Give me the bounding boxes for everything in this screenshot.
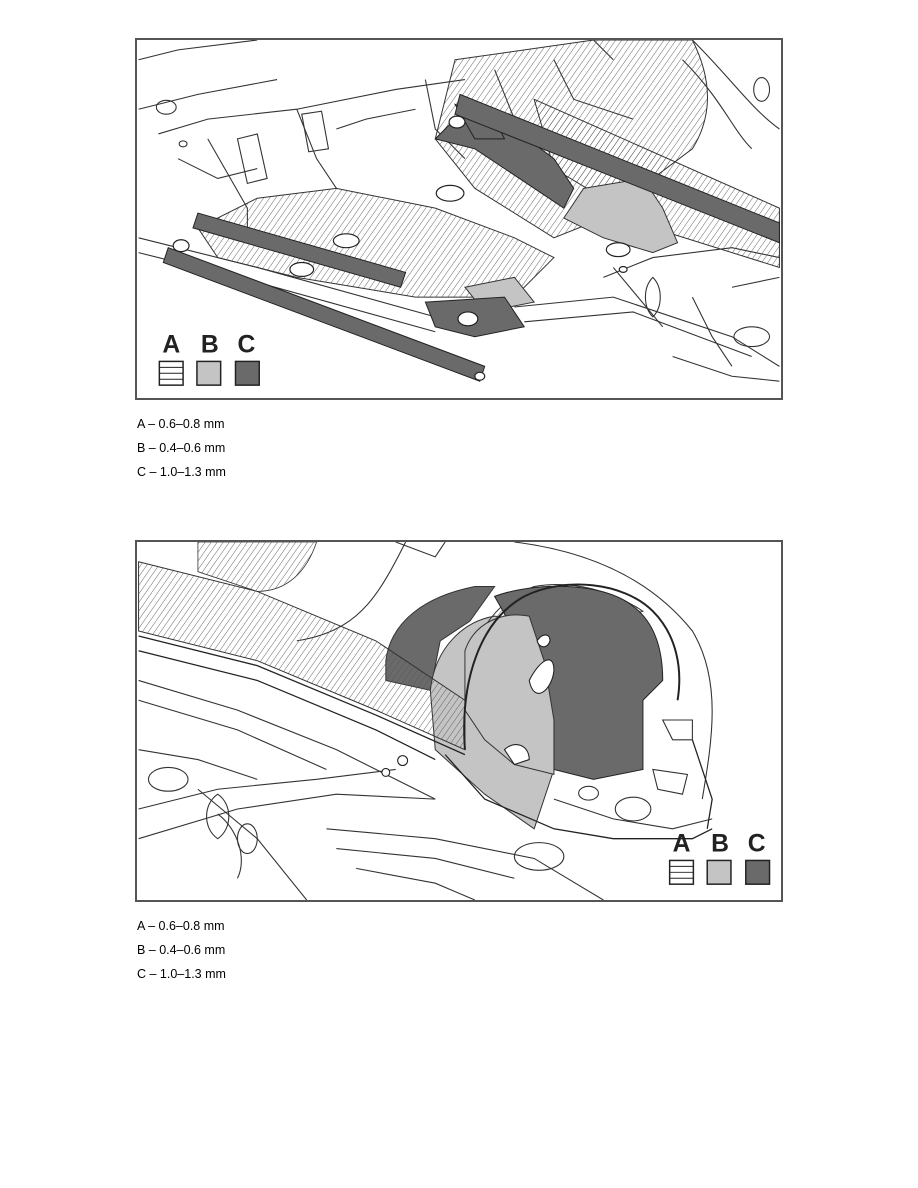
arch-rim [463, 583, 681, 750]
floor-pan-diagram: A B C [135, 38, 783, 400]
material-c-inner-arch [493, 585, 664, 780]
holes [172, 115, 631, 381]
material-c-outer-arch [385, 586, 496, 691]
legend: A B C [668, 831, 771, 885]
caption-b: B – 0.4–0.6 mm [137, 441, 226, 455]
legend-swatch-a [158, 360, 184, 386]
caption-c: C – 1.0–1.3 mm [137, 967, 226, 981]
legend-swatch-b [196, 360, 222, 386]
caption-a: A – 0.6–0.8 mm [137, 919, 225, 933]
caption-c: C – 1.0–1.3 mm [137, 465, 226, 479]
thickness-captions: A – 0.6–0.8 mm B – 0.4–0.6 mm C – 1.0–1.… [137, 412, 226, 484]
caption-a: A – 0.6–0.8 mm [137, 417, 225, 431]
legend: A B C [158, 332, 260, 386]
material-b-wheelhouse [464, 614, 555, 776]
material-a-regions [197, 40, 780, 298]
wheel-arch-drawing: A B C [138, 542, 771, 900]
floor-pan-drawing: A B C [138, 40, 780, 386]
legend-swatch-a [668, 859, 695, 885]
caption-b: B – 0.4–0.6 mm [137, 943, 226, 957]
wheel-arch-diagram: A B C [135, 540, 783, 902]
arch-cutouts [381, 634, 555, 777]
legend-letter-c: C [748, 831, 766, 858]
legend-letter-b: B [201, 332, 219, 359]
material-c-regions [162, 93, 780, 382]
legend-swatch-c [745, 859, 771, 885]
legend-swatch-c [234, 360, 260, 386]
legend-letter-b: B [711, 831, 729, 858]
legend-letter-c: C [237, 332, 255, 359]
legend-letter-a: A [673, 831, 691, 858]
legend-letter-a: A [162, 332, 180, 359]
rail-edges [138, 635, 713, 840]
thickness-captions: A – 0.6–0.8 mm B – 0.4–0.6 mm C – 1.0–1.… [137, 914, 226, 986]
body-lines [138, 542, 713, 900]
legend-swatch-b [706, 859, 732, 885]
